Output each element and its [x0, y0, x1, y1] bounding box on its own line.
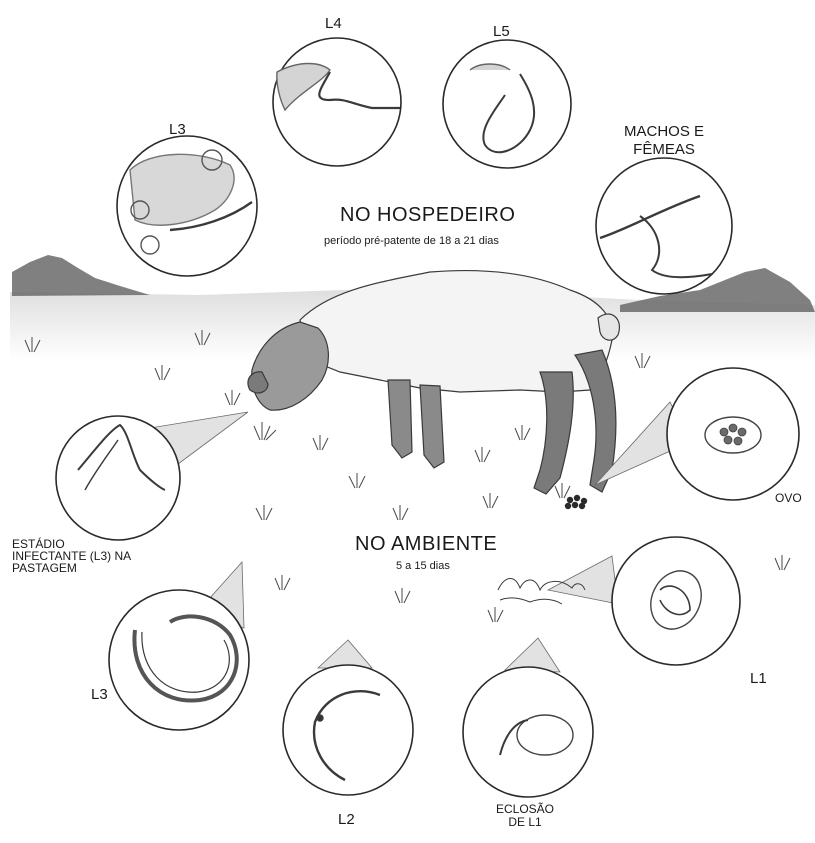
environment-title: NO AMBIENTE	[355, 534, 497, 554]
host-title: NO HOSPEDEIRO	[340, 205, 515, 225]
circle-hatch	[463, 667, 593, 797]
stage-label-hatch: ECLOSÃO DE L1	[496, 803, 554, 829]
stage-label-l3-host: L3	[169, 122, 186, 137]
sheep-tail	[598, 314, 619, 340]
circle-ovo	[667, 368, 799, 500]
stage-label-ovo: OVO	[775, 492, 802, 504]
sheep-front-leg-1	[388, 380, 412, 458]
sheep-front-leg-2	[420, 385, 444, 468]
circle-l2	[283, 665, 413, 795]
circle-l1	[612, 537, 740, 665]
circle-l5	[443, 40, 571, 168]
fecal-pellets	[565, 495, 587, 509]
mountain-left	[12, 255, 150, 296]
stage-label-infective: ESTÁDIO INFECTANTE (L3) NA PASTAGEM	[12, 538, 131, 574]
circle-l3-infective	[56, 416, 180, 540]
environment-subtitle: 5 a 15 dias	[396, 561, 450, 572]
stage-label-l2: L2	[338, 812, 355, 827]
stage-label-l1: L1	[750, 671, 767, 686]
stage-label-l4: L4	[325, 16, 342, 31]
host-subtitle: período pré-patente de 18 a 21 dias	[324, 236, 499, 247]
stage-label-l3-env: L3	[91, 687, 108, 702]
stage-label-adults: MACHOS E FÊMEAS	[624, 123, 704, 159]
stage-label-l5: L5	[493, 24, 510, 39]
circle-l3-env	[109, 590, 249, 730]
